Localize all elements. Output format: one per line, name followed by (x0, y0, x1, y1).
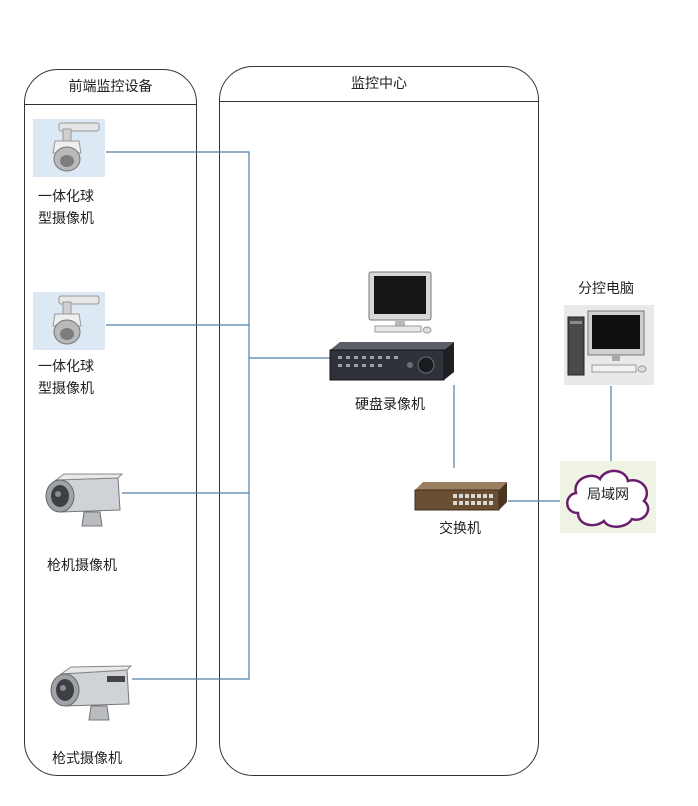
lan-cloud-icon (560, 461, 656, 533)
pc-icon (564, 305, 654, 385)
center-zone-header: 监控中心 (220, 67, 538, 102)
dome-camera-icon (33, 292, 105, 350)
dome-camera-2-label: 一体化球 型摄像机 (38, 359, 94, 397)
bullet-camera-2-label: 枪式摄像机 (52, 751, 122, 767)
center-zone-panel: 监控中心 (219, 66, 539, 776)
front-zone-panel: 前端监控设备 (24, 69, 197, 776)
dome-camera-1-label: 一体化球 型摄像机 (38, 189, 94, 227)
lan-label: 局域网 (587, 487, 629, 503)
center-zone-title: 监控中心 (351, 76, 407, 92)
dome-camera-icon (33, 119, 105, 177)
dvr-label: 硬盘录像机 (355, 397, 425, 413)
bullet-camera-icon (47, 664, 133, 724)
front-zone-header: 前端监控设备 (25, 70, 196, 105)
wire-bullet2 (132, 358, 250, 680)
switch-label: 交换机 (439, 521, 481, 537)
front-zone-title: 前端监控设备 (68, 79, 153, 95)
switch-icon (413, 480, 509, 512)
bullet-camera-1-label: 枪机摄像机 (47, 558, 117, 574)
dvr-monitor-icon (367, 270, 435, 336)
wire-dome1 (106, 151, 250, 358)
bullet-camera-icon (42, 472, 124, 530)
pc-label: 分控电脑 (578, 281, 634, 297)
dvr-recorder-icon (326, 340, 456, 382)
